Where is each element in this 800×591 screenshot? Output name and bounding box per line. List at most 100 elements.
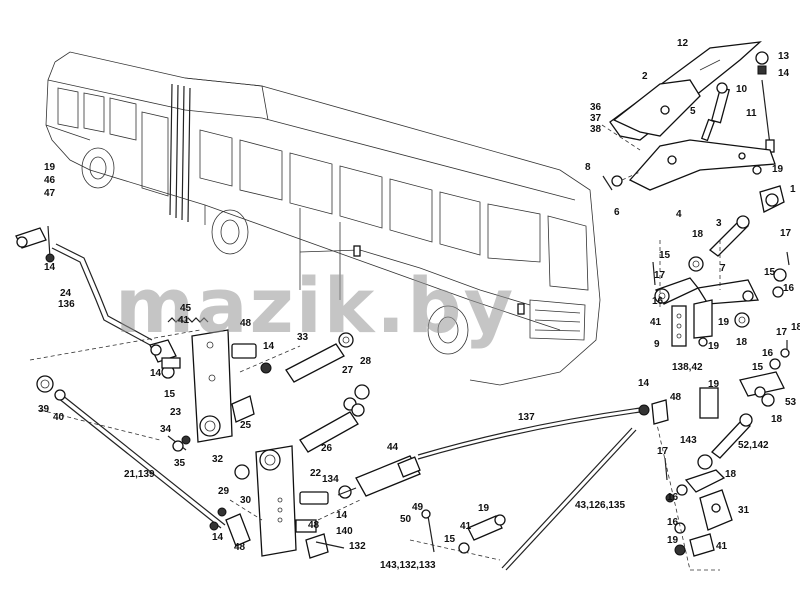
part-label: 143 bbox=[680, 435, 697, 446]
part-label: 19 bbox=[708, 341, 720, 352]
part-label: 31 bbox=[738, 505, 750, 516]
part-label: 19 bbox=[772, 164, 784, 175]
part-label: 15 bbox=[764, 267, 776, 278]
part-label: 38 bbox=[590, 124, 602, 135]
part-label: 140 bbox=[336, 526, 353, 537]
part-label: 19 bbox=[708, 379, 720, 390]
part-label: 18 bbox=[725, 469, 737, 480]
part-label: 21,139 bbox=[124, 469, 155, 480]
part-label: 17 bbox=[776, 327, 788, 338]
part-label: 16 bbox=[652, 296, 664, 307]
part-label: 13 bbox=[778, 51, 790, 62]
part-label: 17 bbox=[780, 228, 792, 239]
right-linkage-parts bbox=[652, 240, 790, 370]
part-label: 27 bbox=[342, 365, 354, 376]
part-label: 9 bbox=[654, 339, 660, 350]
part-label: 35 bbox=[174, 458, 186, 469]
part-label: 1 bbox=[790, 184, 796, 195]
part-label: 137 bbox=[518, 412, 535, 423]
part-label: 53 bbox=[785, 397, 797, 408]
part-label: 16 bbox=[667, 492, 679, 503]
part-label: 32 bbox=[212, 454, 224, 465]
part-label: 46 bbox=[44, 175, 56, 186]
part-label: 18 bbox=[791, 322, 800, 333]
part-label: 41 bbox=[460, 521, 472, 532]
part-label: 41 bbox=[178, 315, 190, 326]
part-label: 14 bbox=[263, 341, 275, 352]
part-label: 19 bbox=[44, 162, 56, 173]
part-label: 49 bbox=[412, 502, 424, 513]
lower-right-linkage bbox=[655, 371, 785, 571]
part-label: 47 bbox=[44, 188, 56, 199]
part-label: 29 bbox=[218, 486, 230, 497]
main-rods bbox=[15, 225, 669, 571]
watermark: mazik.by bbox=[115, 261, 515, 350]
part-label: 28 bbox=[360, 356, 372, 367]
part-label: 41 bbox=[650, 317, 662, 328]
part-label: 19 bbox=[718, 317, 730, 328]
part-label: 10 bbox=[736, 84, 748, 95]
part-label: 44 bbox=[387, 442, 399, 453]
part-label: 37 bbox=[590, 113, 602, 124]
part-label: 36 bbox=[590, 102, 602, 113]
part-label: 14 bbox=[212, 532, 224, 543]
part-label: 4 bbox=[676, 209, 682, 220]
part-label: 14 bbox=[778, 68, 790, 79]
part-label: 16 bbox=[783, 283, 795, 294]
part-label: 14 bbox=[638, 378, 650, 389]
center-levers bbox=[29, 317, 506, 561]
part-label: 40 bbox=[53, 412, 65, 423]
part-label: 34 bbox=[160, 424, 172, 435]
part-label: 143,132,133 bbox=[380, 560, 436, 571]
part-label: 16 bbox=[762, 348, 774, 359]
part-label: 5 bbox=[690, 106, 696, 117]
part-label: 132 bbox=[349, 541, 366, 552]
part-label: 30 bbox=[240, 495, 252, 506]
part-label: 11 bbox=[746, 108, 757, 119]
part-label: 7 bbox=[720, 263, 726, 274]
pedal-bracket-assembly bbox=[601, 41, 785, 257]
part-label: 14 bbox=[150, 368, 162, 379]
part-label: 17 bbox=[657, 446, 669, 457]
part-label: 134 bbox=[322, 474, 339, 485]
part-label: 18 bbox=[771, 414, 783, 425]
part-label: 19 bbox=[667, 535, 679, 546]
part-label: 18 bbox=[736, 337, 748, 348]
part-label: 25 bbox=[240, 420, 252, 431]
part-label: 12 bbox=[677, 38, 689, 49]
part-label: 136 bbox=[58, 299, 75, 310]
part-label: 48 bbox=[670, 392, 682, 403]
part-label: 22 bbox=[310, 468, 322, 479]
part-label: 15 bbox=[164, 389, 176, 400]
part-label: 52,142 bbox=[738, 440, 769, 451]
part-label: 138,42 bbox=[672, 362, 703, 373]
part-label: 17 bbox=[654, 270, 666, 281]
part-label: 48 bbox=[234, 542, 246, 553]
part-label: 2 bbox=[642, 71, 648, 82]
part-label: 43,126,135 bbox=[575, 500, 625, 511]
part-label: 15 bbox=[444, 534, 456, 545]
part-label: 26 bbox=[321, 443, 333, 454]
part-label: 45 bbox=[180, 303, 192, 314]
part-label: 3 bbox=[716, 218, 722, 229]
part-label: 6 bbox=[614, 207, 620, 218]
part-label: 14 bbox=[336, 510, 348, 521]
part-label: 8 bbox=[585, 162, 591, 173]
part-label: 18 bbox=[692, 229, 704, 240]
part-label: 33 bbox=[297, 332, 309, 343]
part-label: 48 bbox=[240, 318, 252, 329]
part-label: 41 bbox=[716, 541, 728, 552]
part-label: 39 bbox=[38, 404, 50, 415]
part-label: 16 bbox=[667, 517, 679, 528]
part-label: 15 bbox=[659, 250, 671, 261]
bus-outline bbox=[45, 51, 601, 386]
part-label: 24 bbox=[60, 288, 72, 299]
part-label: 15 bbox=[752, 362, 764, 373]
part-label: 50 bbox=[400, 514, 412, 525]
part-label: 14 bbox=[44, 262, 56, 273]
part-label: 19 bbox=[478, 503, 490, 514]
part-label: 23 bbox=[170, 407, 182, 418]
